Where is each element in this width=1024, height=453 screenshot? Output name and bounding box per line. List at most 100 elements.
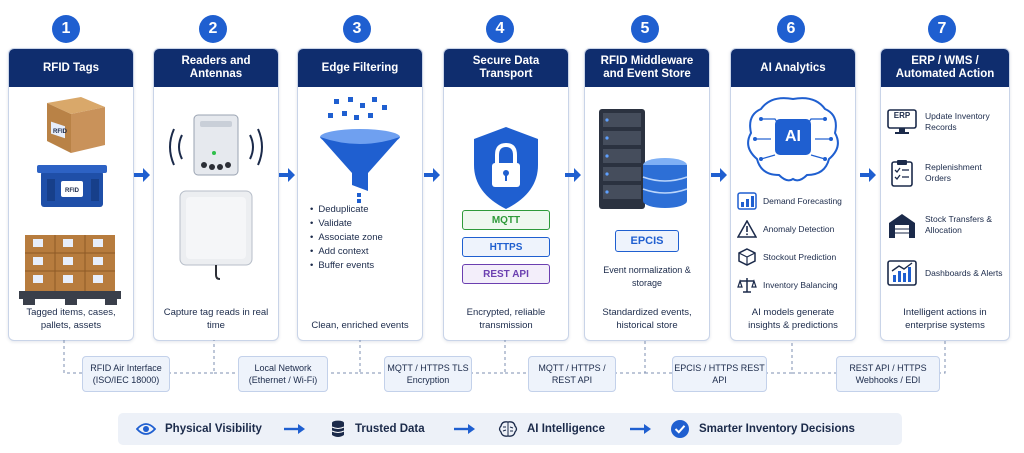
arrow-right-icon (284, 424, 305, 434)
step-caption: Capture tag reads in real time (163, 307, 269, 331)
database-icon (331, 420, 345, 437)
ai-item-label: Inventory Balancing (763, 280, 838, 290)
interface-mqtt-rest: MQTT / HTTPS / REST API (528, 356, 616, 392)
step-6-number: 6 (777, 15, 805, 43)
outcome-bar: Physical Visibility Trusted Data AI Inte… (118, 413, 902, 445)
arrow-right-icon (630, 424, 651, 434)
step-title: AI Analytics (731, 49, 855, 87)
arrow-right-icon (565, 168, 581, 182)
epcis-badge: EPCIS (615, 230, 679, 252)
outcome-smarter-decisions: Smarter Inventory Decisions (670, 413, 855, 445)
step-title: RFID Middleware and Event Store (585, 49, 709, 87)
step-5-number: 5 (631, 15, 659, 43)
erp-item-label: Dashboards & Alerts (925, 267, 1003, 278)
protocol-badge-rest-api: REST API (462, 264, 550, 284)
outcome-trusted-data: Trusted Data (330, 413, 425, 445)
step-caption: Intelligent actions in enterprise system… (903, 307, 987, 331)
dashboard-chart-icon (887, 260, 917, 286)
protocol-badge-mqtt: MQTT (462, 210, 550, 230)
warehouse-icon (889, 214, 915, 238)
step-title: ERP / WMS / Automated Action (881, 49, 1009, 87)
step-card-edge-filtering: Edge Filtering Deduplicate Validate Asso… (297, 48, 423, 341)
brain-icon (498, 421, 518, 437)
bar-chart-icon (737, 192, 757, 210)
rfid-reader-icon (169, 114, 263, 176)
list-item: Buffer events (310, 259, 383, 273)
outcome-label: Smarter Inventory Decisions (699, 423, 855, 435)
step-caption: Clean, enriched events (311, 320, 409, 331)
step-title: RFID Tags (9, 49, 133, 87)
funnel-icon (320, 97, 400, 203)
erp-item-label: Update Inventory Records (925, 111, 990, 132)
list-item: Deduplicate (310, 203, 383, 217)
step-3-number: 3 (343, 15, 371, 43)
step-card-erp-wms: ERP / WMS / Automated Action Update Inve… (880, 48, 1010, 341)
arrow-right-icon (454, 424, 475, 434)
step-card-secure-transport: Secure Data Transport MQTT HTTPS REST AP… (443, 48, 569, 341)
interface-tls: MQTT / HTTPS TLS Encryption (384, 356, 472, 392)
outcome-physical-visibility: Physical Visibility (136, 413, 262, 445)
shield-lock-icon (474, 127, 538, 209)
erp-item-label: Stock Transfers & Allocation (925, 214, 993, 235)
ai-item-inventory-balancing: Inventory Balancing (737, 274, 838, 296)
protocol-badge-https: HTTPS (462, 237, 550, 257)
tag-label-crate: RFID (65, 188, 79, 194)
ai-brain-icon (747, 97, 839, 182)
ai-item-label: Anomaly Detection (763, 224, 835, 234)
step-1-number: 1 (52, 15, 80, 43)
cardboard-box-icon (19, 97, 121, 305)
outcome-label: Physical Visibility (165, 423, 262, 435)
step-card-middleware: RFID Middleware and Event Store EPCIS Ev… (584, 48, 710, 341)
step-7-number: 7 (928, 15, 956, 43)
ai-item-anomaly-detection: Anomaly Detection (737, 218, 834, 240)
eye-icon (136, 423, 156, 435)
interface-webhooks-edi: REST API / HTTPS Webhooks / EDI (836, 356, 940, 392)
step-caption: Standardized events, historical store (602, 307, 692, 331)
step-card-ai-analytics: AI Analytics AI Demand Forecasting Anoma… (730, 48, 856, 341)
interface-epcis-rest: EPCIS / HTTPS REST API (672, 356, 767, 392)
list-item: Associate zone (310, 231, 382, 245)
erp-item-dashboards: Dashboards & Alerts (887, 259, 1002, 287)
ai-item-demand-forecasting: Demand Forecasting (737, 190, 842, 212)
arrow-right-icon (860, 168, 876, 182)
server-database-icon (599, 109, 688, 209)
monitor-icon (887, 109, 917, 134)
step-card-readers: Readers and Antennas Capture tag reads i… (153, 48, 279, 341)
outcome-label: Trusted Data (355, 423, 425, 435)
list-item: Validate (310, 217, 383, 231)
erp-item-replenishment: Replenishment Orders (887, 159, 1009, 187)
check-circle-icon (671, 420, 689, 438)
arrow-right-icon (424, 168, 440, 182)
filter-steps-list: Deduplicate Validate Associate zone Add … (310, 203, 383, 273)
step-caption: Encrypted, reliable transmission (466, 307, 546, 331)
antenna-icon (179, 190, 253, 280)
step-title: Edge Filtering (298, 49, 422, 87)
scale-icon (737, 278, 757, 293)
step-2-number: 2 (199, 15, 227, 43)
ai-item-stockout-prediction: Stockout Prediction (737, 246, 836, 268)
erp-item-label: Replenishment Orders (925, 162, 982, 183)
step-title: Secure Data Transport (444, 49, 568, 87)
step-caption: Tagged items, cases, pallets, assets (26, 307, 116, 331)
erp-item-update-inventory: Update Inventory Records (887, 108, 1009, 136)
tag-label-box: RFID (53, 129, 67, 135)
arrow-right-icon (711, 168, 727, 182)
erp-item-stock-transfers: Stock Transfers & Allocation (887, 211, 1009, 239)
step-card-rfid-tags: RFID Tags RFID RFID Tagged items, cases,… (8, 48, 134, 341)
outcome-label: AI Intelligence (527, 423, 605, 435)
clipboard-checklist-icon (891, 160, 913, 187)
erp-screen-label: ERP (893, 111, 911, 120)
interface-rfid-air: RFID Air Interface (ISO/IEC 18000) (82, 356, 170, 392)
outcome-ai-intelligence: AI Intelligence (498, 413, 605, 445)
arrow-right-icon (134, 168, 150, 182)
ai-item-label: Demand Forecasting (763, 196, 842, 206)
arrow-right-icon (279, 168, 295, 182)
step-title: Readers and Antennas (154, 49, 278, 87)
interface-local-network: Local Network (Ethernet / Wi-Fi) (238, 356, 328, 392)
package-icon (738, 248, 756, 266)
step-caption: AI models generate insights & prediction… (748, 307, 838, 331)
warning-icon (737, 220, 757, 238)
step-4-number: 4 (486, 15, 514, 43)
middleware-note: Event normalization & storage (603, 265, 691, 288)
ai-item-label: Stockout Prediction (763, 252, 837, 262)
